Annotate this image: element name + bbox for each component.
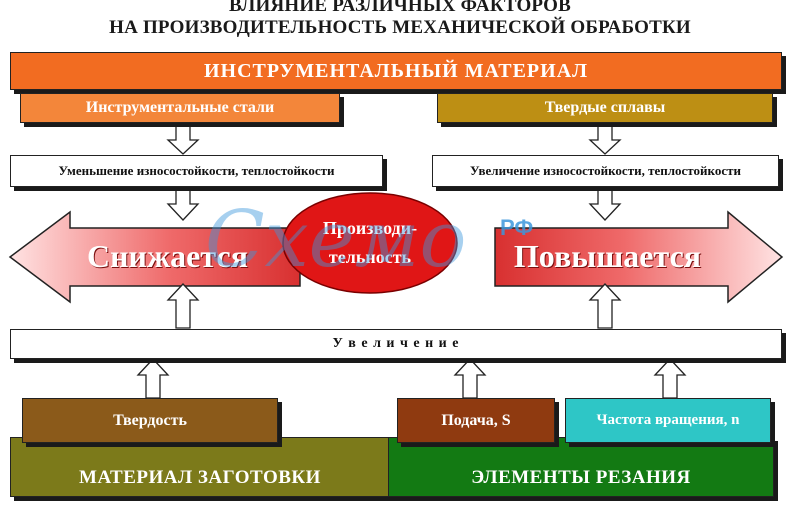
arrow-up-hardness bbox=[136, 358, 170, 399]
arrow-down-steels-1 bbox=[166, 125, 200, 155]
cutting-footer-label: ЭЛЕМЕНТЫ РЕЗАНИЯ bbox=[471, 467, 691, 488]
tool-steels-box: Инструментальные стали bbox=[20, 93, 340, 123]
increase-note-box: Увеличение износостойкости, теплостойкос… bbox=[432, 155, 779, 187]
increase-bar: У в е л и ч е н и е bbox=[10, 329, 782, 359]
rotation-label: Частота вращения, n bbox=[596, 412, 740, 428]
increase-arrow bbox=[494, 210, 784, 304]
decrease-note-label: Уменьшение износостойкости, теплостойкос… bbox=[58, 163, 335, 178]
hardness-label: Твердость bbox=[113, 411, 187, 429]
arrow-up-right bbox=[588, 283, 622, 329]
productivity-line-2: тельность bbox=[328, 246, 412, 267]
hard-alloys-box: Твердые сплавы bbox=[437, 93, 773, 123]
tool-material-header: ИНСТРУМЕНТАЛЬНЫЙ МАТЕРИАЛ bbox=[10, 52, 782, 90]
arrow-down-steels-2 bbox=[166, 189, 200, 221]
arrow-down-alloys-2 bbox=[588, 189, 622, 221]
increase-note-label: Увеличение износостойкости, теплостойкос… bbox=[470, 163, 741, 178]
productivity-line-1: Производи- bbox=[322, 217, 418, 238]
increase-bar-label: У в е л и ч е н и е bbox=[332, 336, 460, 351]
hard-alloys-label: Твердые сплавы bbox=[544, 99, 666, 116]
arrow-down-alloys-1 bbox=[588, 125, 622, 155]
arrow-up-feed bbox=[453, 358, 487, 399]
rotation-box: Частота вращения, n bbox=[565, 398, 771, 443]
feed-label: Подача, S bbox=[441, 411, 511, 429]
title-line-2: НА ПРОИЗВОДИТЕЛЬНОСТЬ МЕХАНИЧЕСКОЙ ОБРАБ… bbox=[109, 17, 691, 38]
workpiece-section: МАТЕРИАЛ ЗАГОТОВКИ bbox=[10, 437, 390, 497]
tool-steels-label: Инструментальные стали bbox=[85, 99, 275, 116]
tool-material-header-label: ИНСТРУМЕНТАЛЬНЫЙ МАТЕРИАЛ bbox=[203, 59, 589, 82]
hardness-box: Твердость bbox=[22, 398, 278, 443]
cutting-section: ЭЛЕМЕНТЫ РЕЗАНИЯ bbox=[388, 437, 774, 497]
decreases-label: Снижается bbox=[86, 237, 248, 274]
workpiece-footer-label: МАТЕРИАЛ ЗАГОТОВКИ bbox=[79, 467, 321, 488]
decrease-note-box: Уменьшение износостойкости, теплостойкос… bbox=[10, 155, 383, 187]
title-line-1: ВЛИЯНИЕ РАЗЛИЧНЫХ ФАКТОРОВ bbox=[229, 0, 571, 16]
increases-label: Повышается bbox=[513, 237, 702, 274]
feed-box: Подача, S bbox=[397, 398, 555, 443]
arrow-up-rotation bbox=[653, 358, 687, 399]
arrow-up-left bbox=[166, 283, 200, 329]
productivity-ellipse bbox=[282, 192, 458, 294]
